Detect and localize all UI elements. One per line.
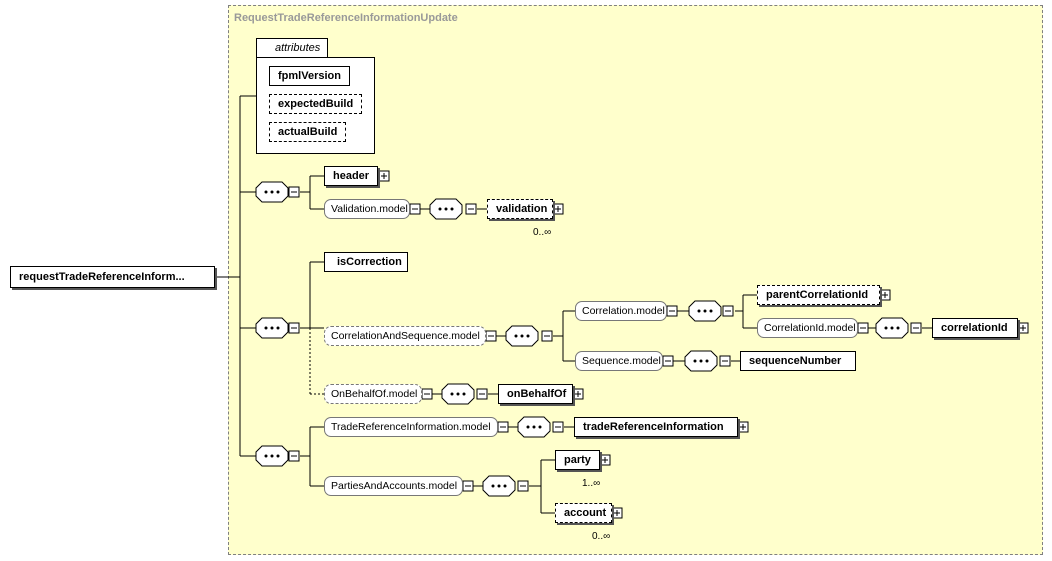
- group-correlation-and-sequence-model[interactable]: CorrelationAndSequence.model: [324, 326, 486, 346]
- group-sequence-model[interactable]: Sequence.model: [575, 351, 663, 371]
- element-header[interactable]: header: [324, 166, 378, 186]
- group-validation-model[interactable]: Validation.model: [324, 199, 410, 219]
- group-parties-and-accounts-model[interactable]: PartiesAndAccounts.model: [324, 476, 463, 496]
- element-sequence-number[interactable]: sequenceNumber: [740, 351, 856, 371]
- group-on-behalf-of-model[interactable]: OnBehalfOf.model: [324, 384, 422, 404]
- complex-type-title: RequestTradeReferenceInformationUpdate: [234, 12, 458, 24]
- attributes-label: attributes: [275, 42, 321, 54]
- account-multiplicity: 0..∞: [592, 531, 611, 542]
- element-is-correction[interactable]: isCorrection: [324, 252, 408, 272]
- element-trade-reference-information[interactable]: tradeReferenceInformation: [574, 417, 738, 437]
- group-correlation-id-model[interactable]: CorrelationId.model: [757, 318, 858, 338]
- element-validation[interactable]: validation: [487, 199, 553, 219]
- root-element-request-trade-reference-information-update[interactable]: requestTradeReferenceInform...: [10, 266, 215, 288]
- element-on-behalf-of[interactable]: onBehalfOf: [498, 384, 573, 404]
- attribute-fpml-version[interactable]: fpmlVersion: [269, 66, 350, 86]
- element-account[interactable]: account: [555, 503, 612, 523]
- element-party[interactable]: party: [555, 450, 600, 470]
- element-parent-correlation-id[interactable]: parentCorrelationId: [757, 285, 880, 305]
- validation-multiplicity: 0..∞: [533, 227, 552, 238]
- attribute-expected-build[interactable]: expectedBuild: [269, 94, 363, 114]
- attributes-tab[interactable]: attributes: [256, 38, 328, 58]
- element-correlation-id[interactable]: correlationId: [932, 318, 1018, 338]
- party-multiplicity: 1..∞: [582, 478, 601, 489]
- group-correlation-model[interactable]: Correlation.model: [575, 301, 667, 321]
- group-trade-reference-information-model[interactable]: TradeReferenceInformation.model: [324, 417, 498, 437]
- attribute-actual-build[interactable]: actualBuild: [269, 122, 347, 142]
